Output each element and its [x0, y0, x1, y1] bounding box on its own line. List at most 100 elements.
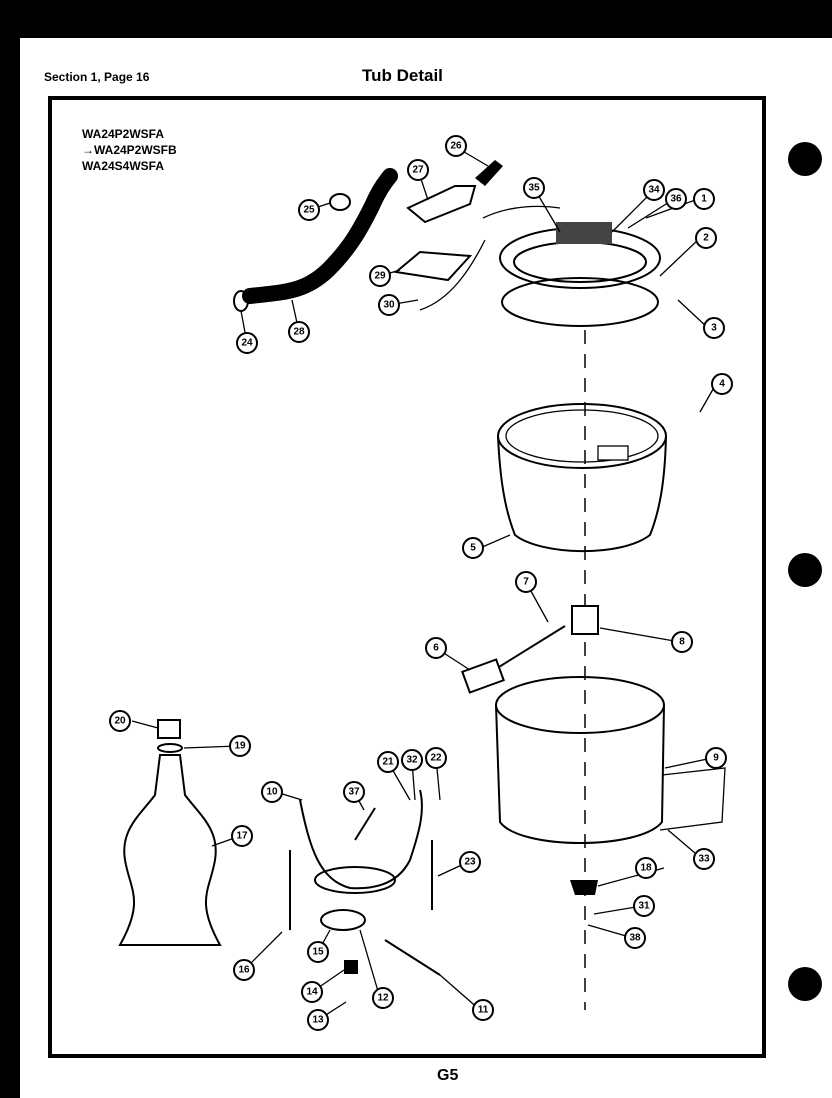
- drive-pulley: [320, 909, 366, 931]
- svg-text:35: 35: [528, 183, 540, 194]
- callout-30: 30: [378, 294, 400, 316]
- svg-text:19: 19: [234, 741, 246, 752]
- callout-26: 26: [445, 135, 467, 157]
- callout-27: 27: [407, 159, 429, 181]
- svg-text:27: 27: [412, 165, 424, 176]
- callout-8: 8: [671, 631, 693, 653]
- callout-10: 10: [261, 781, 283, 803]
- callout-29: 29: [369, 265, 391, 287]
- callout-15: 15: [307, 941, 329, 963]
- svg-text:18: 18: [640, 863, 652, 874]
- callout-14: 14: [301, 981, 323, 1003]
- tub-hose-flange: [659, 767, 726, 831]
- page-number: G5: [437, 1067, 459, 1084]
- callout-35: 35: [523, 177, 545, 199]
- model-number: WA24P2WSFA: [82, 127, 165, 141]
- scan-top-border: [0, 0, 832, 38]
- callout-33: 33: [693, 848, 715, 870]
- basket-rim: [497, 403, 667, 469]
- callout-6: 6: [425, 637, 447, 659]
- outer-tub: [495, 704, 665, 844]
- callout-21: 21: [377, 751, 399, 773]
- agitator-cap: [157, 719, 181, 739]
- callout-7: 7: [515, 571, 537, 593]
- svg-text:13: 13: [312, 1015, 324, 1026]
- svg-text:29: 29: [374, 271, 386, 282]
- svg-text:23: 23: [464, 857, 476, 868]
- svg-text:17: 17: [236, 831, 248, 842]
- agitator-seal: [157, 743, 183, 753]
- callout-28: 28: [288, 321, 310, 343]
- svg-text:22: 22: [430, 753, 442, 764]
- tub-foot: [570, 880, 598, 895]
- svg-text:33: 33: [698, 854, 710, 865]
- svg-text:21: 21: [382, 757, 394, 768]
- binder-hole-bottom: [788, 967, 822, 1001]
- callout-16: 16: [233, 959, 255, 981]
- callout-20: 20: [109, 710, 131, 732]
- svg-text:7: 7: [523, 577, 529, 588]
- callout-31: 31: [633, 895, 655, 917]
- callout-9: 9: [705, 747, 727, 769]
- callout-17: 17: [231, 825, 253, 847]
- svg-text:9: 9: [713, 753, 719, 764]
- callout-38: 38: [624, 927, 646, 949]
- inlet-nozzle: [475, 160, 503, 186]
- model-number: WA24S4WSFA: [82, 159, 165, 173]
- model-list: WA24P2WSFA →WA24P2WSFB WA24S4WSFA: [82, 126, 177, 174]
- svg-text:34: 34: [648, 185, 660, 196]
- brake-cam: [314, 866, 396, 894]
- callout-37: 37: [343, 781, 365, 803]
- svg-text:8: 8: [679, 637, 685, 648]
- svg-text:37: 37: [348, 787, 360, 798]
- svg-text:12: 12: [377, 993, 389, 1004]
- svg-text:16: 16: [238, 965, 250, 976]
- svg-text:20: 20: [114, 716, 126, 727]
- callout-23: 23: [459, 851, 481, 873]
- diagram-frame: [48, 96, 766, 1058]
- callout-24: 24: [236, 332, 258, 354]
- svg-text:1: 1: [701, 194, 707, 205]
- callout-18: 18: [635, 857, 657, 879]
- drive-hub: [571, 605, 599, 635]
- agitator: [118, 754, 222, 946]
- callout-11: 11: [472, 999, 494, 1021]
- svg-text:25: 25: [303, 205, 315, 216]
- callout-1: 1: [693, 188, 715, 210]
- svg-text:36: 36: [670, 194, 682, 205]
- svg-text:3: 3: [711, 323, 717, 334]
- fill-inlet: [406, 185, 477, 224]
- section-label: Section 1, Page 16: [44, 70, 150, 84]
- svg-text:30: 30: [383, 300, 395, 311]
- svg-text:32: 32: [406, 755, 418, 766]
- svg-text:4: 4: [719, 379, 725, 390]
- svg-text:24: 24: [241, 338, 253, 349]
- inlet-line: [482, 205, 561, 219]
- model-number: →WA24P2WSFB: [82, 143, 177, 157]
- callout-22: 22: [425, 747, 447, 769]
- callout-2: 2: [695, 227, 717, 249]
- callout-34: 34: [643, 179, 665, 201]
- callout-32: 32: [401, 749, 423, 771]
- spanner-nut: [461, 658, 505, 694]
- callout-12: 12: [372, 987, 394, 1009]
- brake-pad: [344, 960, 358, 974]
- svg-text:38: 38: [629, 933, 641, 944]
- spring-11: [384, 939, 441, 976]
- svg-text:15: 15: [312, 947, 324, 958]
- tub-ring-gasket: [501, 277, 659, 327]
- svg-text:28: 28: [293, 327, 305, 338]
- callout-5: 5: [462, 537, 484, 559]
- binder-hole-middle: [788, 553, 822, 587]
- svg-text:26: 26: [450, 141, 462, 152]
- inlet-bracket: [393, 250, 473, 282]
- svg-text:11: 11: [478, 1005, 489, 1016]
- svg-text:10: 10: [266, 787, 278, 798]
- outer-tub-rim: [495, 676, 665, 734]
- svg-text:31: 31: [638, 901, 650, 912]
- spring-37: [354, 807, 376, 841]
- page-title: Tub Detail: [362, 66, 443, 85]
- basket-rim-inner: [505, 409, 659, 463]
- tub-edge-line: [419, 239, 486, 311]
